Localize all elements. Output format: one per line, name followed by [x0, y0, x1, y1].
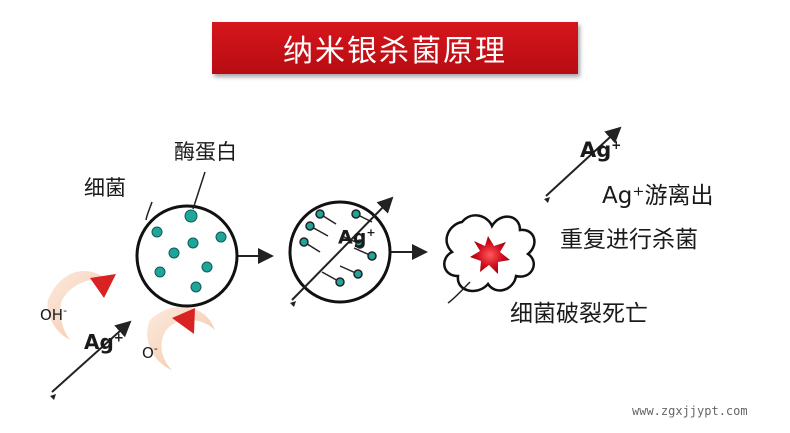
watermark: www.zgxjjypt.com — [632, 404, 748, 418]
oxygen-ion-label: O- — [142, 342, 158, 362]
oh-red-triangle — [90, 274, 116, 298]
ag-main-arrow — [51, 320, 132, 393]
ag-mid-arrow-tail — [290, 301, 296, 307]
oh-swirl — [47, 270, 110, 340]
bacteria-label: 细菌 — [84, 176, 126, 200]
release-label-line1: Ag⁺游离出 — [602, 183, 714, 209]
ag-mid-arrow — [291, 196, 394, 301]
ag-release-arrow — [545, 126, 622, 197]
rupture-label: 细菌破裂死亡 — [510, 301, 648, 327]
o-red-triangle — [172, 308, 195, 334]
page-title: 纳米银杀菌原理 — [283, 34, 507, 69]
o-swirl — [147, 306, 215, 370]
rupture-pointer-line — [447, 281, 471, 304]
silver-ion-label-mid: Ag+ — [338, 226, 376, 249]
enzyme-label: 酶蛋白 — [174, 140, 237, 164]
enzyme-dots-1 — [151, 209, 227, 293]
hydroxide-label: OH- — [40, 304, 68, 324]
ag-release-arrow-tail — [544, 197, 550, 203]
silver-ion-label-top: Ag+ — [580, 138, 622, 162]
enzyme-pointer-line — [192, 171, 206, 210]
ag-main-arrow-tail — [50, 394, 56, 400]
silver-ion-label-main: Ag+ — [84, 330, 124, 354]
burst-star — [470, 236, 510, 274]
release-label-line2: 重复进行杀菌 — [560, 227, 698, 253]
title-banner: 纳米银杀菌原理 — [212, 22, 578, 74]
bacteria-pointer-line — [145, 201, 153, 221]
